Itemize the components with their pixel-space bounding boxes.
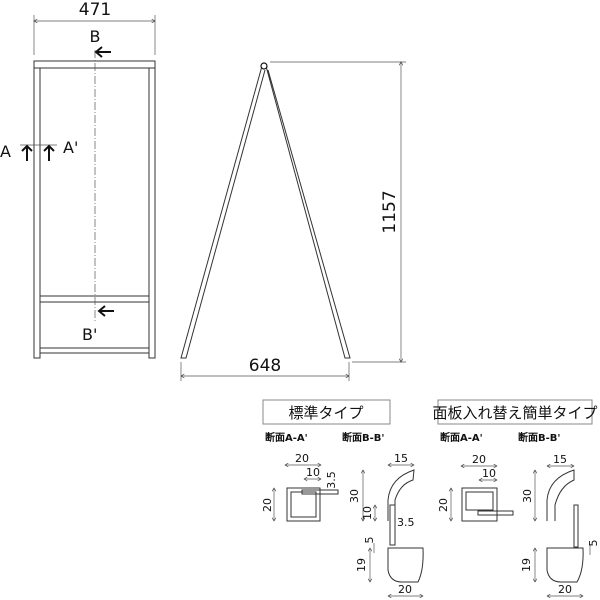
type-title-box	[262, 399, 391, 425]
dim: 10	[306, 466, 320, 479]
front-view: 471 B A A' B'	[0, 0, 155, 359]
dim: 15	[553, 453, 567, 466]
section-label: 断面B-B'	[342, 431, 384, 444]
dim: 20	[472, 453, 486, 466]
arrow-up-icon	[21, 144, 33, 161]
height-dimension: 1157	[380, 190, 400, 233]
hinge	[260, 62, 268, 70]
dim: 3.5	[397, 516, 415, 529]
section-b2-label: B'	[82, 325, 97, 344]
base-dimension: 648	[249, 356, 281, 376]
dim: 20	[437, 498, 450, 512]
section-label: 断面A-A'	[265, 431, 308, 444]
arrow-left-icon	[97, 305, 114, 317]
dim: 3.5	[325, 471, 338, 489]
type-title: 面板入れ替え簡単タイプ	[432, 404, 597, 422]
dim: 20	[295, 452, 309, 465]
dim: 5	[363, 537, 376, 544]
section-b-label: B	[90, 27, 101, 46]
side-view: 1157 648	[180, 62, 406, 381]
width-dimension: 471	[79, 0, 111, 20]
dim: 20	[558, 583, 572, 596]
section-a-label: A	[0, 142, 11, 161]
type-title-box	[437, 399, 593, 425]
section-label: 断面A-A'	[440, 431, 483, 444]
section-label: 断面B-B'	[518, 431, 560, 444]
type-title: 標準タイプ	[288, 404, 363, 422]
dim: 20	[398, 583, 412, 596]
arrow-left-icon	[94, 46, 111, 58]
standard-type: 標準タイプ 断面A-A' 断面B-B' 20 10 3.5 20 15 30 1…	[261, 399, 424, 596]
dim: 19	[355, 558, 368, 572]
dim: 10	[361, 506, 374, 520]
dim: 5	[587, 540, 600, 547]
section-a2-label: A'	[63, 138, 78, 157]
arrow-up-icon	[43, 144, 55, 161]
dim: 30	[521, 489, 534, 503]
dim: 20	[261, 498, 274, 512]
dim: 10	[482, 467, 496, 480]
dim: 19	[520, 558, 533, 572]
easy-swap-type: 面板入れ替え簡単タイプ 断面A-A' 断面B-B' 20 10 20 15 30…	[432, 399, 600, 596]
dim: 15	[394, 452, 408, 465]
dim: 30	[348, 489, 361, 503]
